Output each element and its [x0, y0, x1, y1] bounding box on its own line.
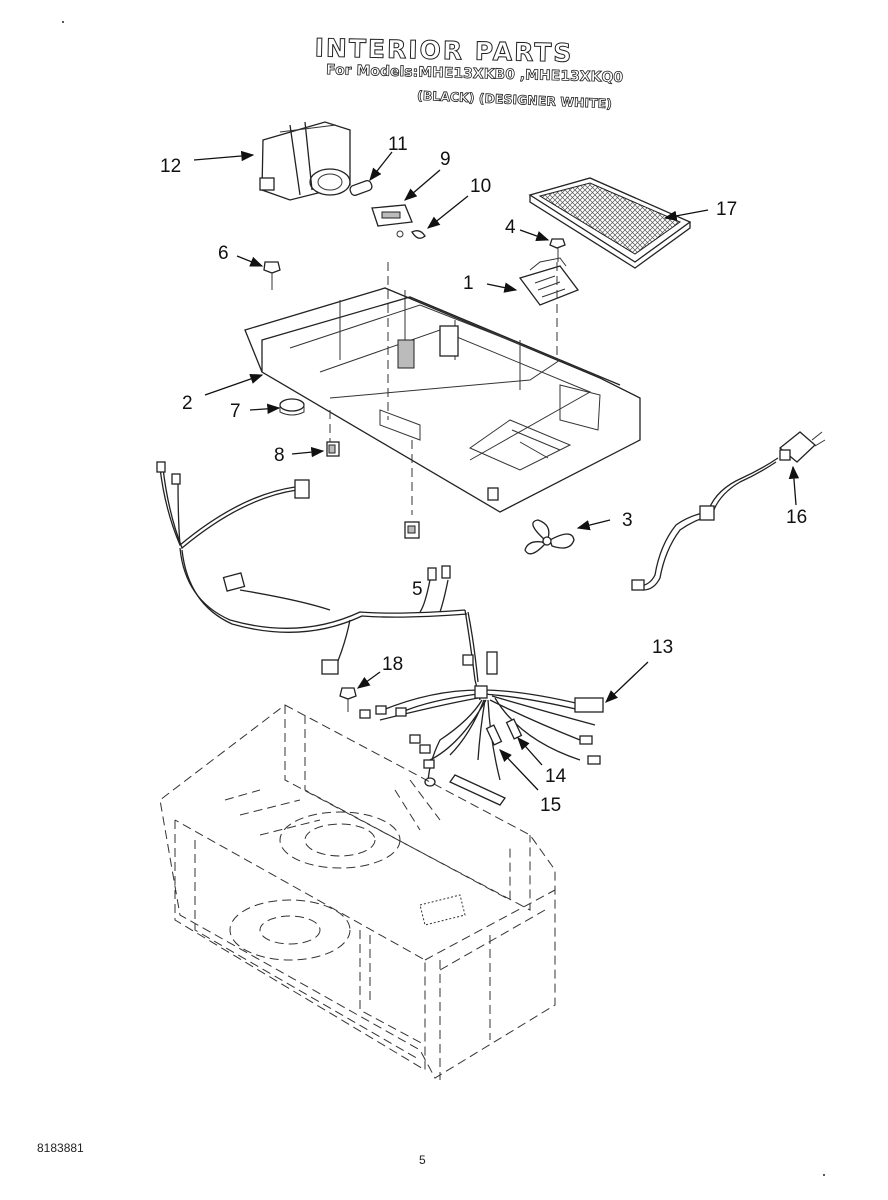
cavity-outline — [159, 704, 556, 1080]
callout-11: 11 — [388, 134, 408, 155]
callout-9: 9 — [440, 149, 451, 170]
callout-3: 3 — [622, 510, 633, 531]
wire-harness — [156, 461, 604, 806]
callout-13: 13 — [652, 637, 674, 658]
blower-motor — [259, 121, 351, 201]
callout-14: 14 — [545, 766, 567, 787]
light-bulb — [349, 180, 373, 196]
connector-5 — [404, 521, 420, 539]
screw-18 — [339, 687, 357, 712]
callout-15: 15 — [540, 795, 562, 816]
fuse-15 — [485, 724, 503, 746]
screw-4 — [549, 238, 566, 262]
thermostat — [279, 398, 305, 416]
screw-6 — [263, 261, 281, 290]
callout-4: 4 — [505, 217, 516, 238]
base-plate — [244, 262, 641, 515]
thermal-bracket — [518, 257, 580, 370]
lamp-socket — [371, 204, 413, 238]
switch-8 — [326, 441, 340, 457]
fuse-14 — [505, 718, 523, 740]
socket-clip — [411, 230, 426, 239]
callout-8: 8 — [274, 445, 285, 466]
grease-filter — [528, 177, 692, 269]
callout-16: 16 — [786, 507, 808, 528]
callout-6: 6 — [218, 243, 229, 264]
callout-1: 1 — [463, 273, 474, 294]
callout-5: 5 — [412, 579, 423, 600]
callout-7: 7 — [230, 401, 241, 422]
callout-2: 2 — [182, 393, 193, 414]
page-number: 5 — [419, 1153, 426, 1167]
callout-17: 17 — [716, 199, 738, 220]
callout-12: 12 — [160, 156, 182, 177]
part-number: 8183881 — [37, 1141, 84, 1155]
fan-blade — [524, 519, 575, 555]
callout-18: 18 — [382, 654, 404, 675]
callout-10: 10 — [470, 176, 492, 197]
power-cord — [631, 431, 826, 591]
